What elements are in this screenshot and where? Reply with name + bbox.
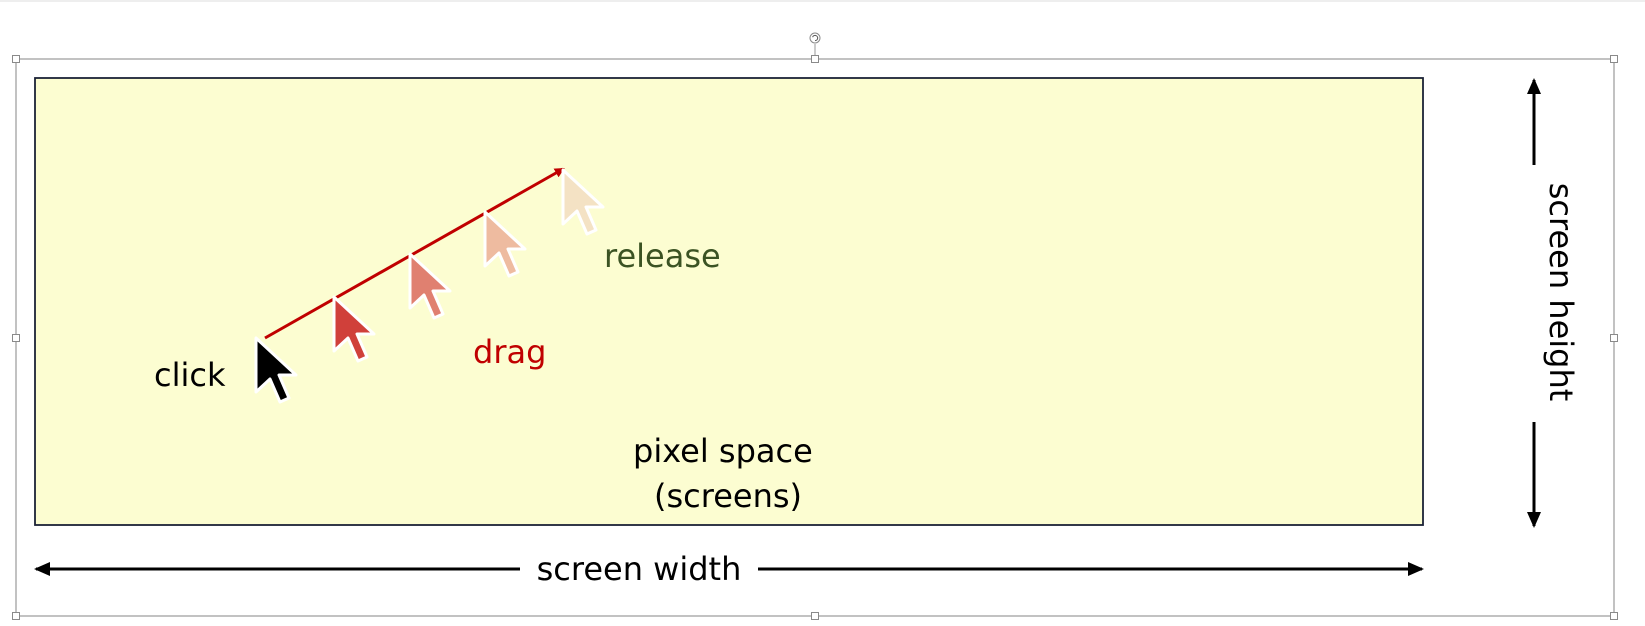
pixel-space-panel <box>34 77 1424 526</box>
screen-height-dimension: screen height <box>1527 78 1580 528</box>
drag-label: drag <box>473 333 546 371</box>
drag-path-arrow <box>264 167 565 340</box>
rotate-handle-icon[interactable] <box>809 32 821 44</box>
pixel-space-title: pixel space (screens) <box>633 432 823 515</box>
pixel-space-line1: pixel space <box>633 432 813 470</box>
screen-height-label: screen height <box>1542 183 1580 402</box>
screen-width-dimension: screen width <box>34 550 1424 588</box>
screen-width-label: screen width <box>537 550 742 588</box>
resize-handles[interactable] <box>12 55 1618 620</box>
pixel-space-line2: (screens) <box>654 477 802 515</box>
click-label: click <box>154 356 226 394</box>
release-label: release <box>604 237 721 275</box>
